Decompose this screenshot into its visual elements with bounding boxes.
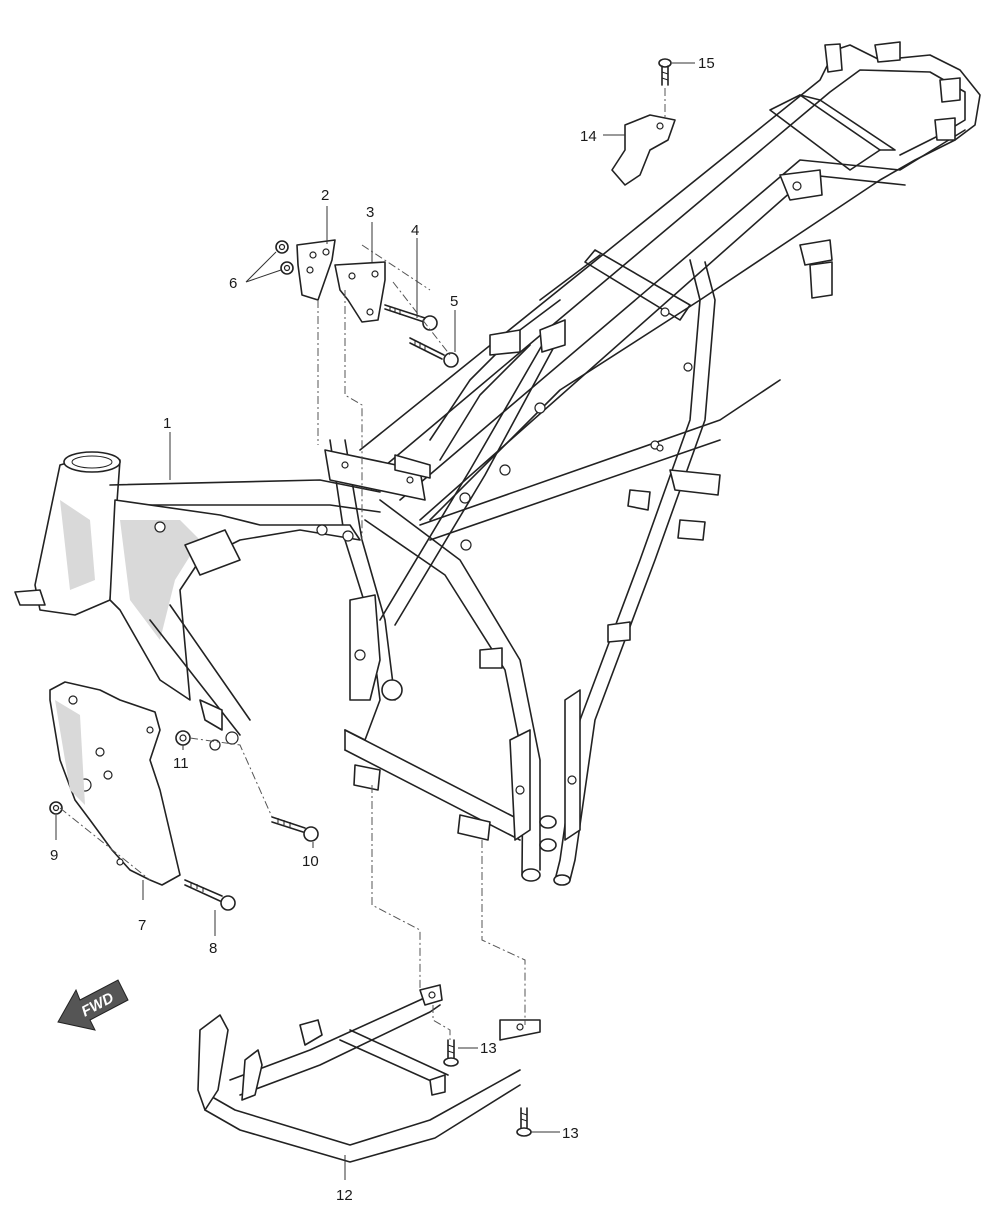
- callout-2: 2: [321, 187, 329, 204]
- bolt-part-8: [184, 879, 236, 911]
- screw-part-15: [658, 58, 672, 86]
- callout-labels: 1 2 3 4 5 6 7 8 9 10 11 12 13 13 14 15: [50, 55, 715, 1204]
- lower-cradle-part-12: [197, 984, 541, 1163]
- bolt-part-10: [271, 816, 319, 842]
- nut-part-6: [275, 240, 294, 275]
- leader-lines: [55, 62, 695, 1180]
- main-frame: [14, 41, 981, 886]
- callout-9: 9: [50, 847, 58, 864]
- bracket-part-3: [334, 261, 386, 323]
- bolt-part-5: [409, 337, 459, 368]
- callout-11: 11: [173, 755, 189, 772]
- callout-5: 5: [450, 293, 458, 310]
- callout-10: 10: [302, 853, 319, 870]
- bolt-part-4: [384, 304, 438, 331]
- alignment-lines: [59, 88, 666, 1040]
- callout-4: 4: [411, 222, 419, 239]
- forward-arrow-icon: FWD: [57, 979, 129, 1031]
- bracket-part-7: [49, 681, 181, 886]
- bolt-part-13-lower: [516, 1107, 532, 1137]
- callout-15: 15: [698, 55, 715, 72]
- nut-part-9: [49, 801, 63, 815]
- callout-1: 1: [163, 415, 171, 432]
- nut-part-11: [175, 730, 191, 746]
- callout-13-lower: 13: [562, 1125, 579, 1142]
- bracket-part-2: [296, 239, 336, 301]
- callout-13-upper: 13: [480, 1040, 497, 1057]
- callout-7: 7: [138, 917, 146, 934]
- callout-3: 3: [366, 204, 374, 221]
- callout-8: 8: [209, 940, 217, 957]
- callout-14: 14: [580, 128, 597, 145]
- callout-6: 6: [229, 275, 237, 292]
- bolt-part-13-upper: [443, 1039, 459, 1067]
- bracket-part-14: [611, 114, 676, 186]
- callout-12: 12: [336, 1187, 353, 1204]
